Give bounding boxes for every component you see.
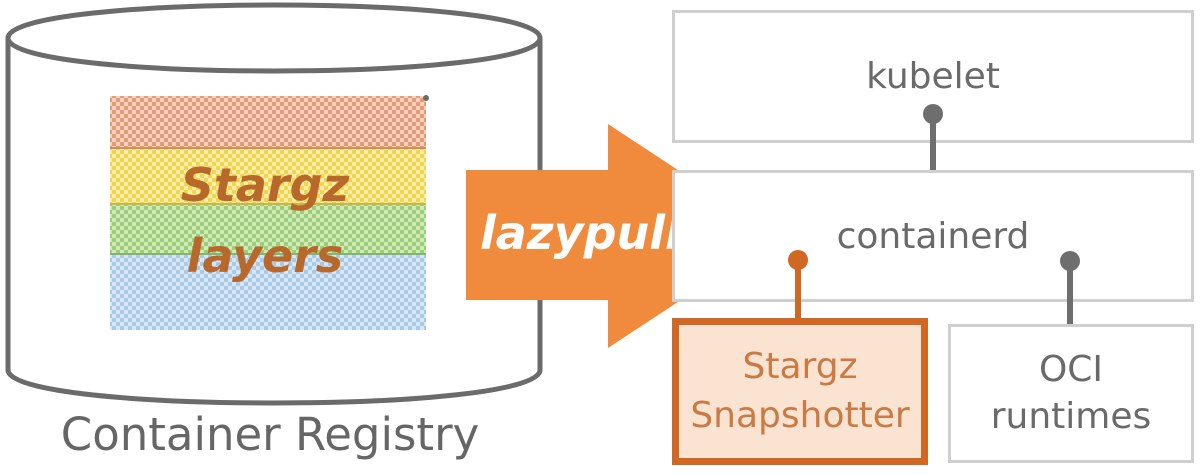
stargz-snapshotter-box: Stargz Snapshotter (672, 318, 928, 465)
containerd-label: containerd (836, 215, 1030, 257)
kubelet-label: kubelet (866, 56, 1000, 97)
stargz-snapshotter-label: Stargz Snapshotter (690, 345, 910, 436)
kubelet-box: kubelet (672, 10, 1194, 143)
lazypull-arrow (466, 124, 778, 348)
containerd-box: containerd (672, 170, 1194, 302)
container-registry-label: Container Registry (60, 408, 480, 461)
oci-runtimes-label: OCI runtimes (990, 348, 1152, 437)
stargz-layers-label: Stargz layers (180, 158, 350, 284)
stargz-layers-stack (110, 95, 429, 330)
lazypull-label: lazypull (480, 206, 681, 260)
oci-runtimes-box: OCI runtimes (948, 324, 1194, 463)
